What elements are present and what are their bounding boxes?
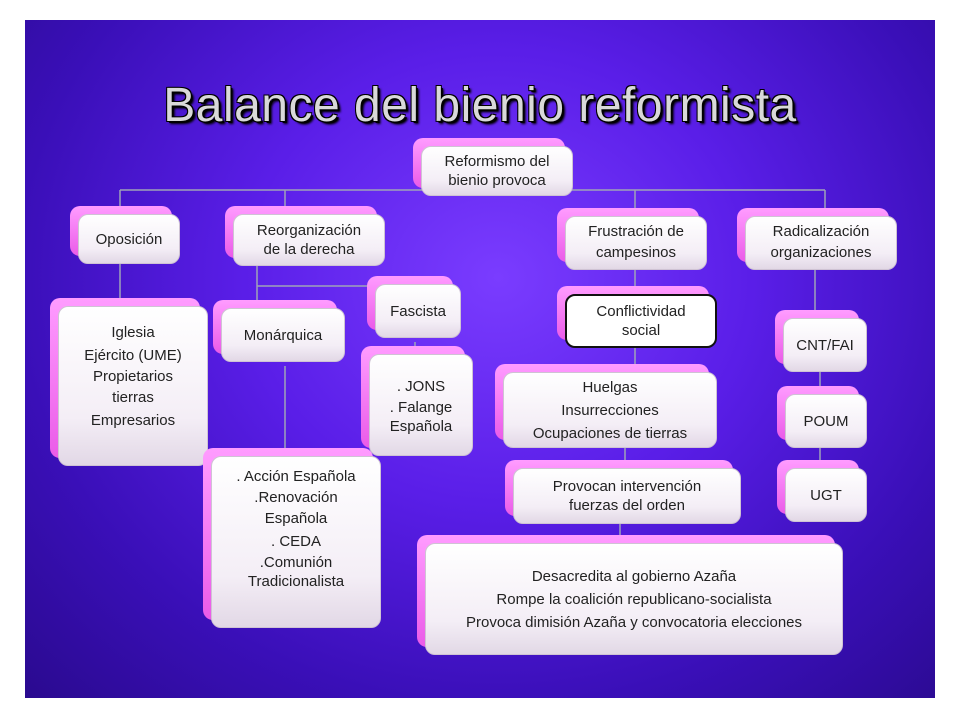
intervencion-node: Provocan intervención fuerzas del orden — [505, 460, 741, 524]
poum-node: POUM — [777, 386, 867, 448]
conflictividad-node: Conflictividad social — [557, 286, 717, 348]
huelgas-item-huelgas: Huelgas — [582, 378, 638, 396]
resultado-item-rompe: Rompe la coalición republicano-socialist… — [496, 590, 772, 608]
intervencion-line-2: fuerzas del orden — [569, 497, 685, 514]
monarquica-list-node: . Acción Española .Renovación Española .… — [203, 448, 381, 628]
huelgas-item-ocupaciones: Ocupaciones de tierras — [532, 424, 688, 442]
poum-label: POUM — [803, 412, 849, 430]
oposicion-item-ejercito: Ejército (UME) — [84, 347, 182, 364]
frustracion-node: Frustración de campesinos — [557, 208, 707, 270]
monarquica-item-accion: . Acción Española — [236, 468, 356, 485]
fascista-item-jons: . JONS — [396, 377, 446, 395]
fascista-item-falange: . Falange — [389, 398, 453, 416]
monarquica-label: Monárquica — [243, 326, 323, 344]
radicalizacion-line-1: Radicalización — [772, 223, 870, 240]
monarquica-node: Monárquica — [213, 300, 345, 362]
frustracion-line-2: campesinos — [595, 244, 677, 261]
resultado-item-desacredita: Desacredita al gobierno Azaña — [531, 567, 737, 585]
oposicion-node: Oposición — [70, 206, 180, 264]
radicalizacion-node: Radicalización organizaciones — [737, 208, 897, 270]
monarquica-item-tradicionalista: Tradicionalista — [247, 573, 345, 590]
reorganizacion-line-2: de la derecha — [263, 241, 355, 258]
fascista-item-espanola: Española — [389, 417, 453, 435]
monarquica-item-renovacion: .Renovación — [254, 489, 338, 506]
oposicion-item-tierras: tierras — [112, 389, 154, 406]
resultado-node: Desacredita al gobierno Azaña Rompe la c… — [417, 535, 843, 655]
oposicion-item-propietarios: Propietarios — [92, 368, 174, 385]
resultado-item-provoca: Provoca dimisión Azaña y convocatoria el… — [465, 613, 802, 631]
conflictividad-line-2: social — [621, 322, 661, 339]
reorganizacion-node: Reorganización de la derecha — [225, 206, 385, 266]
reorganizacion-line-1: Reorganización — [256, 222, 362, 239]
huelgas-node: Huelgas Insurrecciones Ocupaciones de ti… — [495, 364, 717, 448]
monarquica-item-ceda: . CEDA — [270, 533, 321, 550]
ugt-label: UGT — [810, 486, 842, 504]
monarquica-item-renovacion-espanola: Española — [264, 510, 328, 527]
fascista-label: Fascista — [390, 302, 446, 320]
slide-title: Balance del bienio reformista — [163, 79, 797, 132]
oposicion-list-node: Iglesia Ejército (UME) Propietarios tier… — [50, 298, 208, 466]
root-node: Reformismo del bienio provoca — [413, 138, 573, 196]
oposicion-label: Oposición — [95, 230, 163, 248]
slide: Balance del bienio reformista Reformismo… — [25, 20, 935, 698]
huelgas-item-insurrecciones: Insurrecciones — [561, 401, 659, 419]
frustracion-line-1: Frustración de — [588, 223, 684, 240]
oposicion-item-empresarios: Empresarios — [90, 412, 176, 429]
ugt-node: UGT — [777, 460, 867, 522]
cnt-label: CNT/FAI — [796, 336, 854, 354]
monarquica-item-comunion: .Comunión — [259, 554, 333, 571]
fascista-node: Fascista — [367, 276, 461, 338]
intervencion-line-1: Provocan intervención — [552, 478, 702, 495]
fascista-list-node: . JONS . Falange Española — [361, 346, 473, 456]
oposicion-item-iglesia: Iglesia — [111, 324, 155, 341]
radicalizacion-line-2: organizaciones — [770, 244, 872, 261]
conflictividad-line-1: Conflictividad — [596, 303, 686, 320]
cnt-node: CNT/FAI — [775, 310, 867, 372]
root-line-2: bienio provoca — [448, 172, 546, 189]
root-line-1: Reformismo del — [444, 153, 550, 170]
